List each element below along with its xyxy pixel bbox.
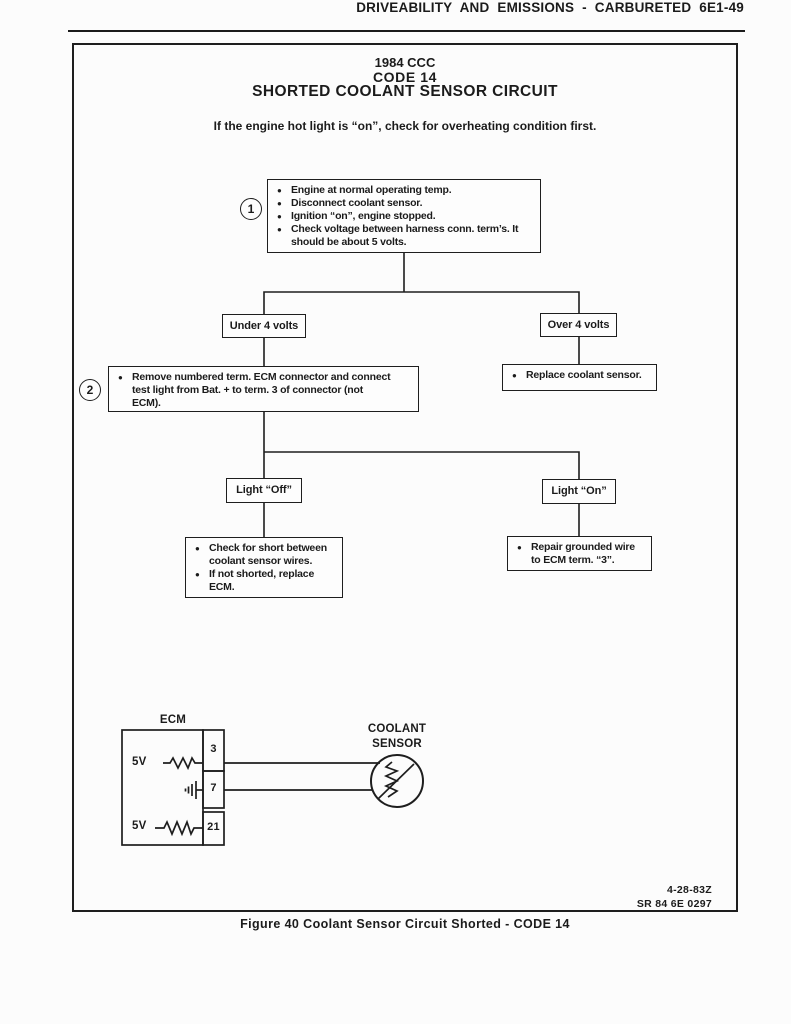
precheck-note: If the engine hot light is “on”, check f… (213, 119, 597, 133)
check-short-box: ● Check for short between coolant sensor… (185, 537, 343, 598)
list-item: ● Ignition “on”, engine stopped. (275, 210, 533, 223)
step-2-badge: 2 (79, 379, 101, 401)
thermistor-icon (383, 761, 400, 798)
stamp-line-1: 4-28-83Z (666, 884, 712, 896)
supply-5v-bottom-label: 5V (132, 820, 147, 832)
bullet-icon: ● (195, 570, 200, 579)
resistor-top-icon (163, 756, 203, 771)
coolant-sensor-label-line1: COOLANT (367, 723, 427, 735)
title-circuit: SHORTED COOLANT SENSOR CIRCUIT (252, 83, 558, 100)
list-item: ● Repair grounded wire to ECM term. “3”. (515, 541, 644, 567)
light-on-box: Light “On” (542, 479, 616, 504)
over-4-volts-box: Over 4 volts (540, 313, 617, 337)
instruction-text: Remove numbered term. ECM connector and … (132, 371, 391, 409)
step-1-badge: 1 (240, 198, 262, 220)
bullet-icon: ● (277, 225, 282, 234)
list-item: ● Disconnect coolant sensor. (275, 197, 533, 210)
list-item: ● Check voltage between harness conn. te… (275, 223, 533, 249)
under-4-volts-box: Under 4 volts (222, 314, 306, 338)
title-code: CODE 14 (372, 69, 438, 85)
revision-stamp: 4-28-83Z SR 84 6E 0297 (500, 884, 712, 911)
list-item: ● If not shorted, replace ECM. (193, 568, 335, 594)
bullet-icon: ● (118, 373, 123, 382)
terminal-21-label: 21 (207, 821, 220, 833)
bullet-icon: ● (277, 186, 282, 195)
list-item: ● Remove numbered term. ECM connector an… (116, 371, 411, 410)
terminal-3-label: 3 (210, 743, 217, 755)
list-item: ● Check for short between coolant sensor… (193, 542, 335, 568)
ecm-label: ECM (159, 714, 187, 726)
coolant-sensor-label-line2: SENSOR (372, 738, 422, 750)
stamp-line-2: SR 84 6E 0297 (636, 897, 712, 910)
replace-sensor-box: ● Replace coolant sensor. (502, 364, 657, 391)
title-year: 1984 CCC (374, 55, 436, 70)
bullet-icon: ● (517, 543, 522, 552)
instruction-text: Check for short between coolant sensor w… (209, 542, 327, 567)
repair-wire-box: ● Repair grounded wire to ECM term. “3”. (507, 536, 652, 571)
header-rule (68, 30, 745, 32)
terminal-7-label: 7 (210, 782, 217, 794)
list-item: ● Replace coolant sensor. (510, 369, 649, 382)
instruction-text: Repair grounded wire to ECM term. “3”. (531, 541, 635, 566)
instruction-text: Check voltage between harness conn. term… (291, 223, 519, 248)
instruction-box-1: ● Engine at normal operating temp. ● Dis… (267, 179, 541, 253)
light-off-box: Light “Off” (226, 478, 302, 503)
instruction-text: Disconnect coolant sensor. (291, 197, 423, 209)
bullet-icon: ● (277, 212, 282, 221)
resistor-bottom-icon (155, 819, 203, 837)
instruction-box-2: ● Remove numbered term. ECM connector an… (108, 366, 419, 412)
page-header-title: DRIVEABILITY AND EMISSIONS - CARBURETED … (356, 0, 744, 15)
coolant-sensor-icon (370, 754, 424, 808)
instruction-text: Replace coolant sensor. (526, 369, 642, 381)
supply-5v-top-label: 5V (132, 756, 147, 768)
bullet-icon: ● (195, 544, 200, 553)
instruction-text: Ignition “on”, engine stopped. (291, 210, 436, 222)
bullet-icon: ● (512, 371, 517, 380)
instruction-text: Engine at normal operating temp. (291, 184, 452, 196)
instruction-text: If not shorted, replace ECM. (209, 568, 315, 593)
list-item: ● Engine at normal operating temp. (275, 184, 533, 197)
figure-caption: Figure 40 Coolant Sensor Circuit Shorted… (240, 917, 570, 931)
bullet-icon: ● (277, 199, 282, 208)
flowchart-frame (72, 43, 738, 912)
